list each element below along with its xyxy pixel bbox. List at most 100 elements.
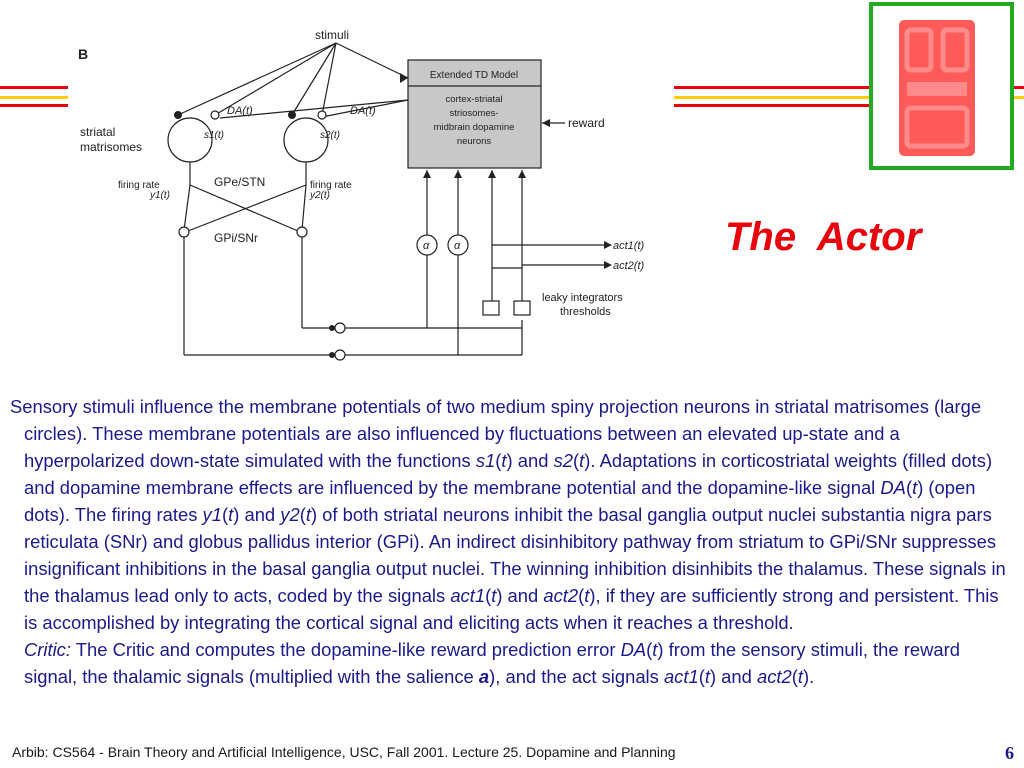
usc-logo [899,20,975,156]
p1-t-b: t [579,450,585,471]
fr2-label-2: y2(t) [309,190,330,201]
p1-text-9: ) and [233,504,281,525]
p1-t-e: t [305,504,311,525]
p2-text-2: ( [646,639,653,660]
paragraph-critic: Critic: The Critic and computes the dopa… [10,636,1014,690]
p1-text-14: ( [578,585,585,606]
usc-logo-icon [904,27,970,149]
act2-label: act2(t) [613,260,645,272]
da2-label: DA(t) [350,105,376,117]
p1-text-8: ( [221,504,229,525]
p2-text-6: ) and [709,666,757,687]
stimuli-line-4 [321,42,337,116]
striatal-label-2: matrisomes [80,140,142,154]
p2-act2: act2 [756,666,792,687]
alpha-label-2: α [454,240,461,252]
stimuli-label: stimuli [315,28,349,42]
p1-text-1: Sensory stimuli influence the membrane p… [10,396,982,471]
td-line-4: neurons [457,136,492,147]
thalamus-dot-2 [329,352,335,358]
cross-line-1 [189,184,299,232]
s2-label: s2(t) [320,130,340,141]
stimuli-line-3 [291,42,337,116]
weight-dot-2 [288,111,296,119]
p1-text-10: ( [299,504,306,525]
da-open-dot-2 [317,110,327,120]
footer-text: Arbib: CS564 - Brain Theory and Artifici… [12,744,676,760]
s1-label: s1(t) [204,130,224,141]
p2-text-4: ), and the act signals [489,666,664,687]
p1-t-d: t [228,504,234,525]
da-line-2 [321,99,409,118]
slide-title: The Actor [725,215,922,259]
td-model-box [407,59,542,169]
p1-t-g: t [584,585,590,606]
td-line-3: midbrain dopamine [434,122,515,133]
panel-label: B [78,46,88,62]
description-body: Sensory stimuli influence the membrane p… [10,393,1014,690]
p1-text-2: ( [495,450,502,471]
right-yellow-stripe [674,96,869,99]
p2-t-c: t [797,666,803,687]
p1-y2: y2 [280,504,300,525]
right-red-stripe [674,86,869,89]
weight-dot-1 [174,111,182,119]
alpha-label-1: α [423,240,430,252]
reward-arrowhead [542,119,550,127]
p2-salience-a: a [478,666,490,687]
alpha2-arrowhead [454,170,462,178]
td-title: Extended TD Model [430,70,518,81]
da-line-1 [219,99,409,119]
act2-arrowhead [604,261,612,269]
p1-text-15: ), if they are sufficiently strong and p… [24,585,999,633]
leaky-label-1: leaky integrators [542,292,623,304]
p2-t-a: t [652,639,658,660]
stimuli-line-5 [335,42,409,79]
gpe-label: GPe/STN [214,175,265,189]
reward-label: reward [568,116,605,130]
p1-text-11: ) of both striatal neurons inhibit the b… [24,504,1006,606]
left-red-stripe-2 [0,104,68,107]
da1-label: DA(t) [227,105,253,117]
da-open-dot-1 [210,110,220,120]
direct-line-1 [183,184,191,231]
leaky-label-2: thresholds [560,306,611,318]
td-line-1: cortex-striatal [445,94,502,105]
p1-t-a: t [501,450,507,471]
cross-line-2 [187,184,307,232]
p1-text-5: ). Adaptations in corticostriatal weight… [24,450,993,498]
far-right-red-stripe [1014,86,1024,89]
fr1-label-2: y1(t) [149,190,170,201]
p2-text-8: ). [803,666,815,687]
p2-text-3: ) from the sensory stimuli, the reward s… [24,639,960,687]
p1-text-6: ( [905,477,913,498]
thalamus-dot-1 [329,325,335,331]
p2-da: DA [620,639,647,660]
p2-act1: act1 [663,666,699,687]
gpi-label: GPi/SNr [214,231,258,245]
p2-text-1: The Critic and computes the dopamine-lik… [71,639,621,660]
stimuli-arrowhead [400,73,408,83]
p1-da: DA [880,477,906,498]
p1-s1: s1 [475,450,496,471]
thalamus-node-2 [334,349,346,361]
p1-text-3: ) and [506,450,554,471]
leaky-box-1 [482,300,500,316]
p1-y1: y1 [202,504,222,525]
p1-t-f: t [491,585,497,606]
actor-diagram: B stimuli Extended TD Model cortex-stria… [78,28,645,361]
stimuli-line-2 [214,42,337,116]
page-number: 6 [1005,743,1014,763]
left-yellow-stripe [0,96,68,99]
striatal-label-1: striatal [80,125,115,139]
p1-s2: s2 [553,450,573,471]
left-red-stripe [0,86,68,89]
p1-text-12: ( [485,585,492,606]
fr2-label-1: firing rate [310,180,352,191]
usc-logo-frame [869,2,1014,170]
gpi-node-1 [178,226,190,238]
right-red-stripe-2 [674,104,869,107]
td-out-1-arrowhead [488,170,496,178]
far-right-yellow-stripe [1014,96,1024,99]
p2-t-b: t [704,666,710,687]
